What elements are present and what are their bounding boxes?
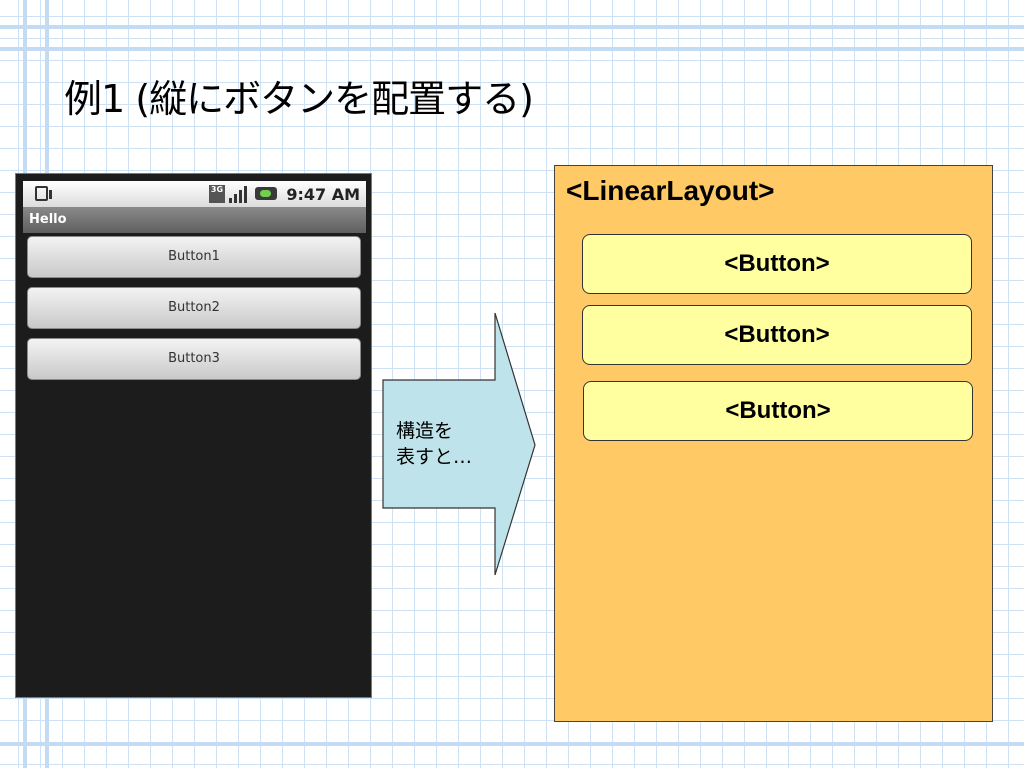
button-node-1: <Button> [582, 234, 972, 294]
arrow-text-line-1: 構造を [396, 420, 454, 442]
arrow-shape [382, 312, 536, 576]
arrow-text-line-2: 表すと… [396, 446, 473, 468]
status-bar: 3G 9:47 AM [23, 181, 366, 207]
notification-icon [35, 186, 52, 201]
button-node-2: <Button> [582, 305, 972, 365]
slide-title: 例1 (縦にボタンを配置する) [64, 77, 534, 121]
signal-icon [229, 185, 249, 203]
button-3[interactable]: Button3 [27, 338, 361, 380]
status-time: 9:47 AM [286, 185, 360, 204]
button-1[interactable]: Button1 [27, 236, 361, 278]
grid-accent-line [0, 742, 1024, 746]
battery-icon [255, 187, 277, 200]
right-arrow-callout [382, 312, 536, 576]
button-2[interactable]: Button2 [27, 287, 361, 329]
phone-screenshot: 3G 9:47 AM Hello Button1 Button2 Button3 [15, 173, 372, 698]
app-title: Hello [29, 212, 67, 227]
grid-accent-line [0, 25, 1024, 29]
linear-layout-label: <LinearLayout> [566, 175, 775, 206]
3g-icon: 3G [209, 185, 225, 203]
button-node-3: <Button> [583, 381, 973, 441]
grid-accent-line [0, 47, 1024, 51]
arrow-text: 構造を 表すと… [396, 418, 472, 470]
app-title-bar: Hello [23, 207, 366, 233]
